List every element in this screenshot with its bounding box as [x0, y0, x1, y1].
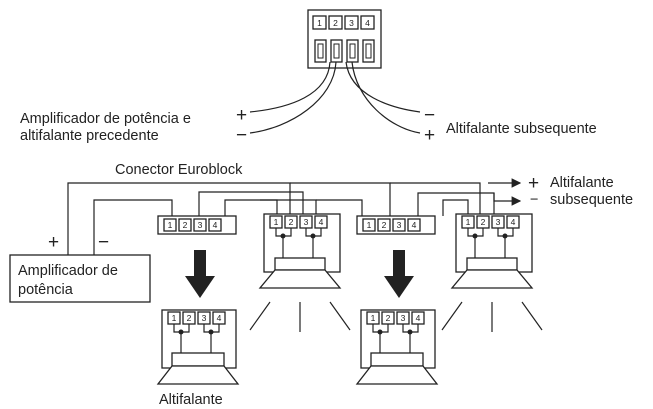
speaker-connected-2: 1 2 3 4 [441, 213, 543, 332]
svg-text:1: 1 [371, 313, 376, 323]
svg-text:2: 2 [481, 217, 486, 227]
amp-preceding-label-line1: Amplificador de potência e [20, 111, 191, 127]
svg-text:3: 3 [401, 313, 406, 323]
bus-wires [67, 178, 522, 255]
svg-text:3: 3 [304, 217, 309, 227]
minus-sign-left: − [236, 125, 247, 146]
down-arrow-1 [185, 250, 215, 298]
minus-sign-right: − [424, 105, 435, 126]
plus-sign-right: + [424, 125, 435, 146]
connector-slots [314, 39, 375, 63]
subsequent-speaker-label-top: Altifalante subsequente [446, 121, 597, 137]
terminal-1: 1 [317, 18, 322, 28]
speaker-label: Altifalante [159, 392, 223, 408]
plus-sign-left: + [236, 105, 247, 126]
amp-minus-sign: − [98, 232, 109, 253]
subsequent-plus-sign: + [528, 173, 539, 194]
speaker-bottom-2: 1 2 3 4 [355, 309, 439, 385]
svg-text:3: 3 [202, 313, 207, 323]
euroblock-connector-detail: 1 2 3 4 [249, 9, 421, 134]
svg-text:4: 4 [511, 217, 516, 227]
svg-text:1: 1 [466, 217, 471, 227]
euroblock-connector-2: 1 2 3 4 [356, 215, 436, 235]
terminal-2: 2 [333, 18, 338, 28]
svg-text:2: 2 [187, 313, 192, 323]
terminal-3: 3 [349, 18, 354, 28]
svg-text:3: 3 [496, 217, 501, 227]
svg-text:3: 3 [397, 220, 402, 230]
euroblock-connector-1: 1 2 3 4 [157, 215, 237, 235]
svg-text:4: 4 [217, 313, 222, 323]
svg-text:1: 1 [172, 313, 177, 323]
svg-text:4: 4 [213, 220, 218, 230]
amplifier-label-line2: potência [18, 282, 74, 298]
svg-text:4: 4 [416, 313, 421, 323]
terminal-4: 4 [365, 18, 370, 28]
amp-plus-sign: + [48, 232, 59, 253]
connector-label: Conector Euroblock [115, 162, 243, 178]
speaker-bottom-1: 1 2 3 4 [156, 309, 240, 385]
svg-text:2: 2 [386, 313, 391, 323]
svg-text:2: 2 [289, 217, 294, 227]
subsequent-minus-sign: − [530, 192, 538, 208]
amplifier-label-line1: Amplificador de [18, 263, 118, 279]
svg-text:2: 2 [382, 220, 387, 230]
down-arrow-2 [384, 250, 414, 298]
subsequent-label-line2: subsequente [550, 192, 633, 208]
svg-text:4: 4 [412, 220, 417, 230]
power-amplifier: Amplificador de potência [9, 254, 151, 303]
subsequent-label-line1: Altifalante [550, 175, 614, 191]
connector-terminal-labels: 1 2 3 4 [312, 15, 375, 30]
svg-text:1: 1 [168, 220, 173, 230]
amp-preceding-label-line2: altifalante precedente [20, 128, 159, 144]
speaker-connected-1: 1 2 3 4 [249, 213, 351, 332]
svg-text:4: 4 [319, 217, 324, 227]
svg-text:1: 1 [274, 217, 279, 227]
svg-text:1: 1 [367, 220, 372, 230]
svg-text:3: 3 [198, 220, 203, 230]
svg-text:2: 2 [183, 220, 188, 230]
